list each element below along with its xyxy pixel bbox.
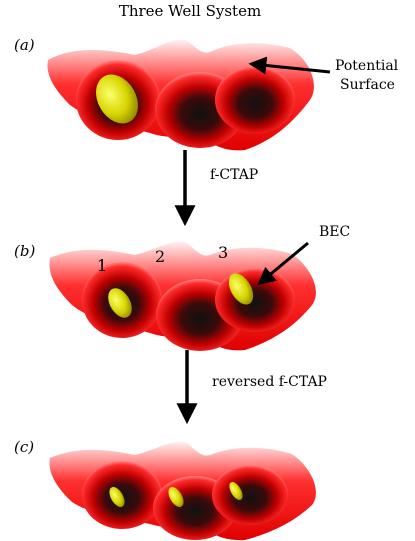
panel-c: (c): [14, 438, 316, 541]
label-step1: f-CTAP: [210, 167, 258, 183]
bec-a: [96, 74, 138, 124]
well-number-3: 3: [218, 243, 228, 262]
well-a-3: [215, 66, 295, 134]
panel-b: (b) 1 2 3 BEC: [14, 224, 350, 351]
label-potential: Potential: [335, 58, 399, 74]
bec-c-3: [229, 481, 243, 501]
well-c-3: [212, 465, 288, 525]
panel-label-c: (c): [14, 438, 34, 456]
bec-c-1: [109, 487, 125, 507]
bec-b: [108, 288, 132, 318]
well-number-1: 1: [97, 256, 107, 275]
arrow-bec: [257, 241, 309, 286]
panel-label-b: (b): [14, 242, 35, 260]
well-b-3: [215, 268, 295, 332]
well-number-2: 2: [155, 247, 165, 266]
arrow-potential: [248, 56, 331, 75]
label-bec: BEC: [319, 224, 350, 240]
label-step2: reversed f-CTAP: [212, 374, 327, 390]
bec-b-3: [228, 273, 254, 305]
diagram-title: Three Well System: [119, 2, 261, 20]
panel-a: (a) Potential Surface: [14, 36, 399, 151]
panel-label-a: (a): [14, 36, 35, 54]
label-surface: Surface: [340, 77, 395, 93]
bec-c-2: [168, 487, 184, 507]
